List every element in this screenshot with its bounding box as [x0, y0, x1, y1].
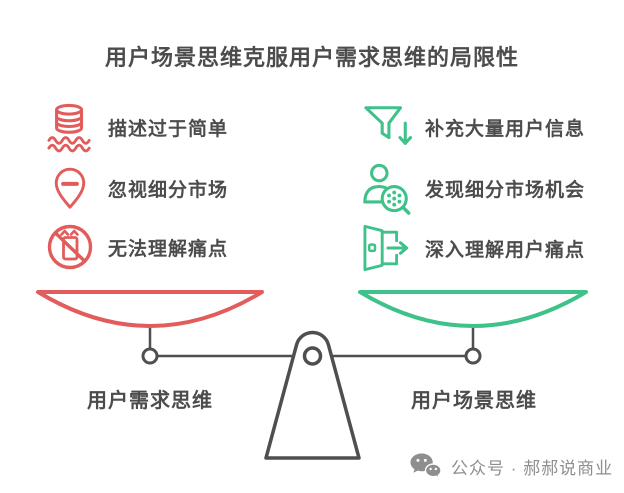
list-item: 补充大量用户信息 — [361, 100, 585, 154]
scale-fulcrum — [264, 330, 361, 460]
list-item: 发现细分市场机会 — [361, 161, 585, 215]
left-beam-joint — [141, 347, 159, 365]
list-item: 无法理解痛点 — [44, 220, 228, 274]
page-title: 用户场景思维克服用户需求思维的局限性 — [104, 45, 519, 70]
door-exit-arrow-icon — [361, 221, 413, 275]
list-item-label: 发现细分市场机会 — [425, 179, 586, 201]
pin-minus-icon — [44, 161, 96, 215]
coins-sinking-icon — [44, 100, 96, 154]
no-phone-icon — [44, 220, 96, 274]
person-magnifier-icon — [361, 161, 413, 215]
wechat-icon — [409, 452, 442, 481]
watermark-text: 公众号 · 郝郝说商业 — [451, 459, 614, 478]
right-scale-pan — [358, 290, 588, 328]
list-item-label: 忽视细分市场 — [108, 179, 229, 201]
list-item: 深入理解用户痛点 — [361, 221, 585, 275]
list-item-label: 深入理解用户痛点 — [425, 239, 586, 261]
funnel-down-arrow-icon — [361, 100, 413, 154]
fulcrum-pivot-circle — [302, 346, 323, 366]
watermark: 公众号 · 郝郝说商业 — [409, 452, 613, 481]
left-scale-pan — [36, 290, 264, 328]
list-item: 描述过于简单 — [44, 100, 228, 154]
right-beam-joint — [464, 347, 482, 365]
left-pan-label: 用户需求思维 — [87, 390, 213, 412]
list-item: 忽视细分市场 — [44, 161, 228, 215]
right-pan-label: 用户场景思维 — [411, 390, 537, 412]
list-item-label: 无法理解痛点 — [108, 238, 229, 260]
list-item-label: 补充大量用户信息 — [425, 118, 586, 140]
list-item-label: 描述过于简单 — [108, 118, 229, 140]
balance-scale — [36, 290, 588, 460]
